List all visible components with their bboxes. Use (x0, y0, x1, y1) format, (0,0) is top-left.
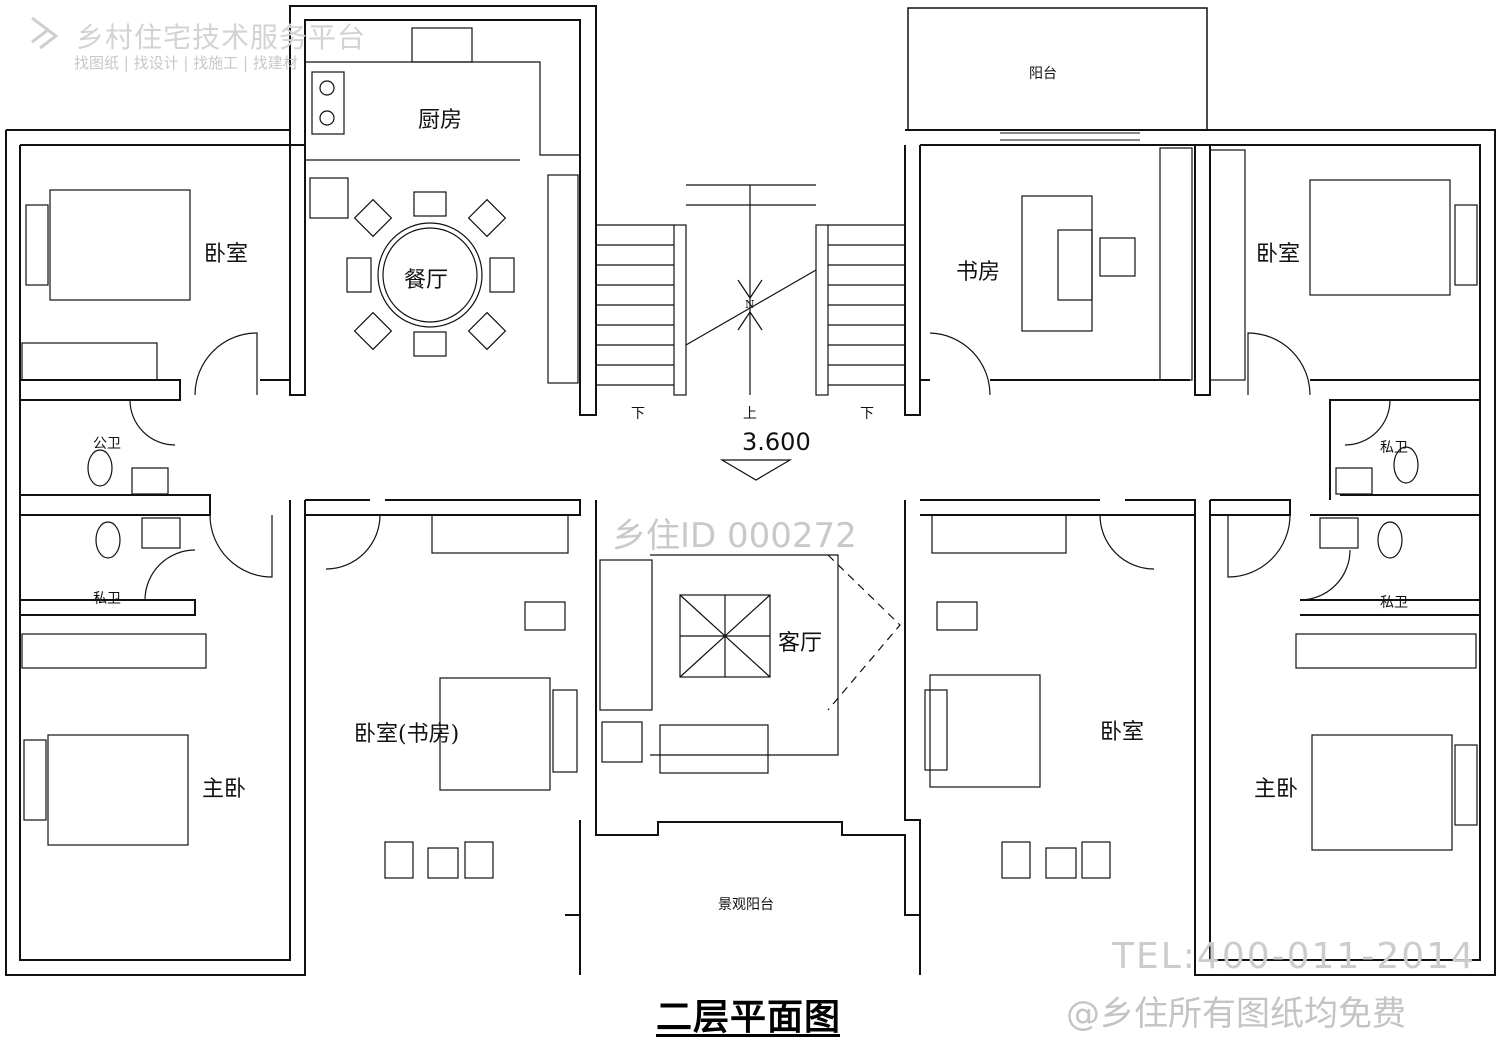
room-label-study: 书房 (956, 260, 1001, 285)
room-label-bedroom-ne: 卧室 (1256, 242, 1301, 267)
stair-up: 上 (743, 406, 757, 422)
title-underline (656, 1034, 840, 1037)
room-label-private-bath-e: 私卫 (1380, 595, 1408, 611)
room-label-kitchen: 厨房 (418, 108, 463, 133)
room-label-private-bath-ne: 私卫 (1380, 440, 1408, 456)
dining-table (309, 174, 579, 384)
plan-title: 二层平面图 (656, 997, 842, 1038)
north-mark: N (745, 298, 755, 311)
room-label-private-bath-w: 私卫 (93, 591, 121, 607)
brand-name: 乡村住宅技术服务平台 (76, 21, 367, 54)
brand-logo (31, 16, 59, 50)
staircase (596, 184, 905, 481)
study-desk (1021, 147, 1193, 381)
bathroom-fixtures (87, 446, 1419, 559)
door-swings (129, 332, 1391, 601)
level-mark: 3.600 (742, 428, 811, 456)
room-label-view-balcony: 景观阳台 (718, 897, 774, 913)
room-label-balcony-top: 阳台 (1029, 66, 1057, 82)
room-label-master-e: 主卧 (1254, 777, 1299, 802)
kitchen-counter (305, 27, 580, 161)
room-label-master-w: 主卧 (202, 777, 247, 802)
phone-watermark: TEL:400-011-2014 (1112, 936, 1476, 977)
room-label-bedroom-nw: 卧室 (204, 242, 249, 267)
room-label-bedroom-se: 卧室 (1100, 720, 1145, 745)
room-label-living: 客厅 (778, 631, 823, 656)
living-furniture (599, 554, 901, 774)
exterior-walls (5, 5, 1496, 976)
stair-down-left: 下 (631, 406, 645, 422)
wardrobes (21, 149, 1477, 669)
chairs (384, 601, 1111, 879)
stair-down-right: 下 (860, 406, 874, 422)
beds (23, 179, 1478, 851)
balcony-outline (907, 7, 1208, 130)
room-label-bedroom-study: 卧室(书房) (354, 722, 460, 747)
room-label-dining: 餐厅 (404, 268, 449, 293)
plan-id-watermark: 乡住ID 000272 (612, 516, 857, 556)
free-note-watermark: @乡住所有图纸均免费 (1066, 994, 1406, 1034)
room-label-public-bath: 公卫 (93, 436, 121, 452)
brand-slogan: 找图纸 | 找设计 | 找施工 | 找建材 (74, 54, 298, 72)
